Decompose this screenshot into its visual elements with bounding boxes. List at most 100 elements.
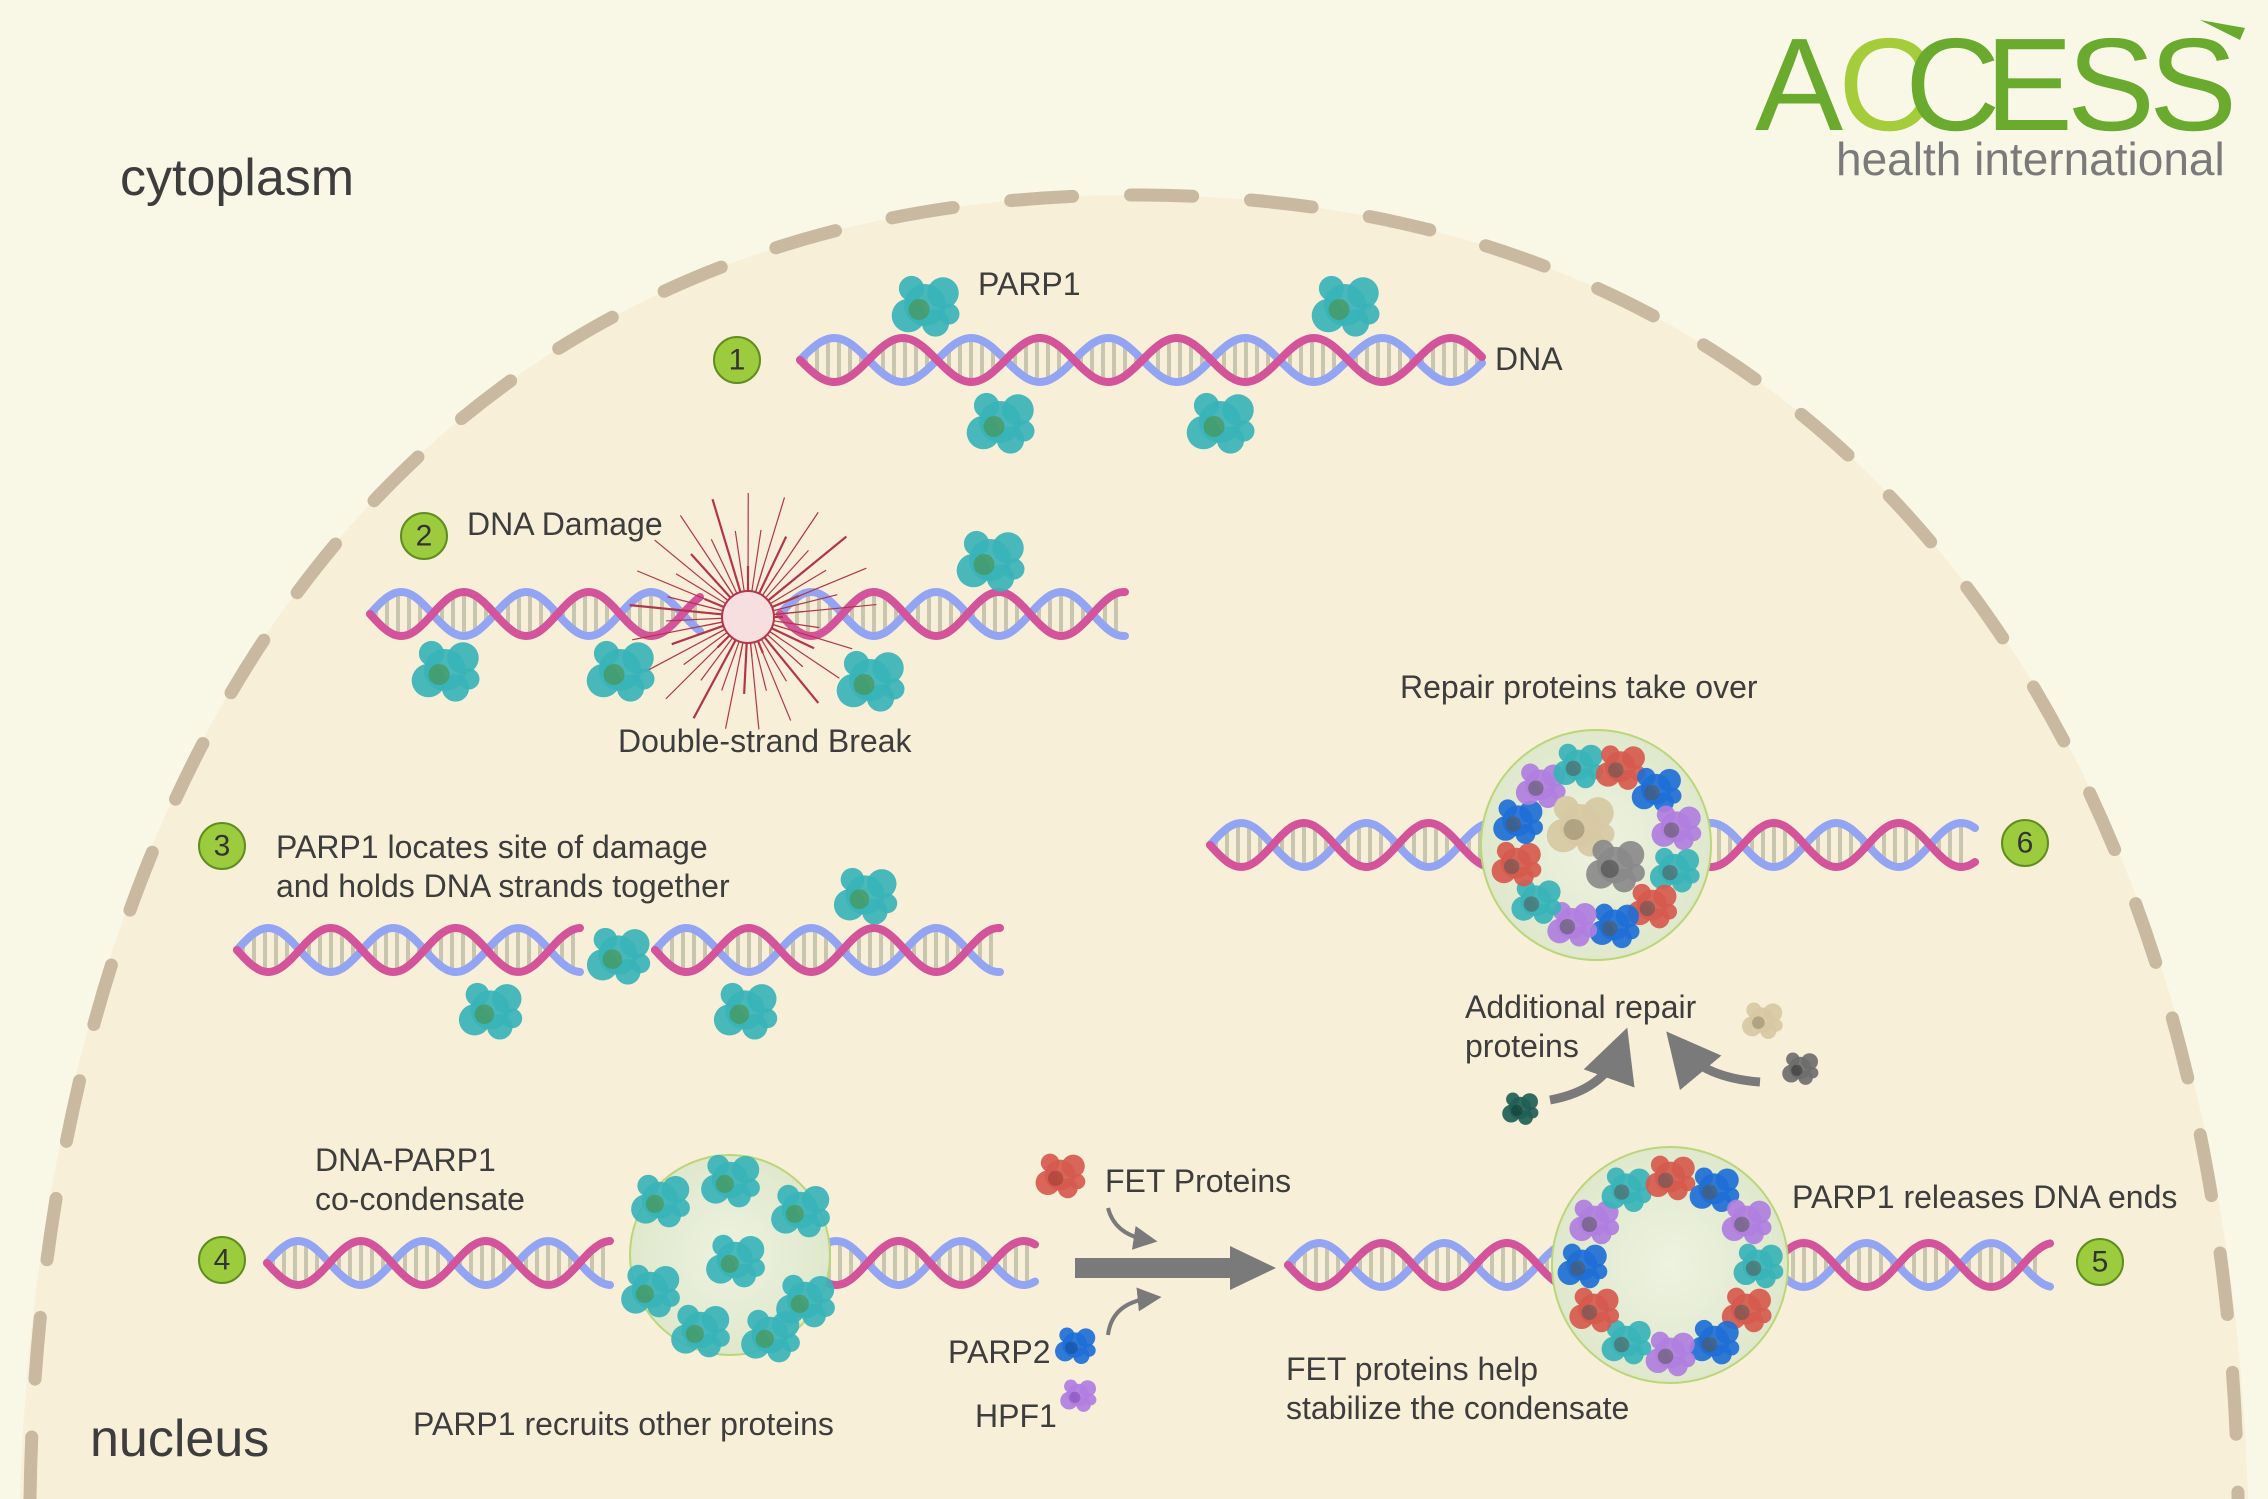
- step-badge-1: 1: [713, 336, 761, 384]
- logo-subtitle: health international: [1836, 133, 2225, 185]
- parp1-step1-1: [1311, 275, 1380, 337]
- step-badge-6: 6: [2001, 819, 2049, 867]
- parp1-step1-0: [891, 275, 960, 337]
- condensate5-protein-8: [1601, 1167, 1652, 1212]
- condensate5-protein-4: [1601, 1319, 1652, 1365]
- step3-label-line1: PARP1 locates site of damage: [276, 829, 708, 865]
- condensate6-protein-0: [1649, 847, 1700, 893]
- dna-strand-step2-left: [366, 587, 704, 641]
- fet-help-label-line1: FET proteins help: [1286, 1351, 1538, 1387]
- step-number: 5: [2092, 1246, 2109, 1279]
- parp1-condensate-7: [741, 1309, 800, 1363]
- condensate5-protein-6: [1557, 1243, 1608, 1289]
- parp1-step2-1: [586, 640, 655, 702]
- protein-layer: [411, 275, 1819, 1412]
- dna-strand-step1: [796, 333, 1486, 387]
- repair-protein-gray: [1586, 839, 1645, 893]
- parp1-step1-3: [1186, 392, 1255, 454]
- step-badge-3: 3: [198, 822, 246, 870]
- condensate5-protein-10: [1689, 1167, 1740, 1212]
- additional-right-arrow: [1666, 1031, 1761, 1091]
- additional-protein-gray: [1782, 1052, 1819, 1085]
- step-number: 1: [729, 344, 746, 377]
- logo-letter-a: A: [1755, 11, 1843, 158]
- dna-strand-step5-left: [1284, 1238, 1599, 1292]
- co-condensate-label-line2: co-condensate: [315, 1181, 525, 1217]
- dna-strand-step4-left: [263, 1236, 614, 1290]
- additional-left-arrow: [1549, 1027, 1635, 1105]
- parp2-label: PARP2: [948, 1334, 1051, 1370]
- additional-protein-dark: [1502, 1092, 1539, 1125]
- step-number: 2: [416, 520, 433, 553]
- parp1-condensate-4: [706, 1234, 765, 1288]
- step-number: 4: [214, 1244, 231, 1277]
- parp1-condensate-5: [776, 1274, 835, 1328]
- hpf1-protein-free: [1060, 1379, 1097, 1412]
- fet-protein-free: [1035, 1153, 1086, 1199]
- condensate6-protein-6: [1493, 799, 1543, 844]
- additional-label-line1: Additional repair: [1465, 989, 1697, 1025]
- parp2-protein-free: [1055, 1327, 1096, 1364]
- step-badge-2: 2: [400, 512, 448, 560]
- transition-arrow-shaft: [1075, 1258, 1235, 1278]
- fet-in-arrow: [1106, 1207, 1158, 1250]
- additional-label-line2: proteins: [1465, 1028, 1579, 1064]
- fet-proteins-label: FET Proteins: [1105, 1163, 1291, 1199]
- double-strand-break-label: Double-strand Break: [618, 723, 912, 759]
- parp1-condensate-0: [631, 1174, 690, 1228]
- condensate6-protein-10: [1631, 767, 1682, 813]
- logo-letter-c2: C: [1905, 11, 1996, 158]
- dna-strand-step2-right: [776, 587, 1129, 641]
- parp1-condensate-3: [621, 1264, 680, 1318]
- parp1-step3-2: [713, 982, 778, 1040]
- condensate5-protein-9: [1645, 1155, 1696, 1201]
- dna-label: DNA: [1495, 341, 1563, 377]
- parp1-condensate-1: [701, 1154, 760, 1208]
- condensate5-protein-2: [1689, 1319, 1740, 1365]
- dna-strand-step3-left: [233, 923, 584, 977]
- parp1-condensate-6: [671, 1304, 730, 1358]
- parp1-step3-3: [833, 867, 898, 925]
- hpf1-label: HPF1: [975, 1398, 1057, 1434]
- parp1-releases-label: PARP1 releases DNA ends: [1792, 1179, 2177, 1215]
- repair-take-over-label: Repair proteins take over: [1400, 669, 1758, 705]
- parp1-recruits-label: PARP1 recruits other proteins: [413, 1406, 834, 1442]
- condensate6-protein-5: [1491, 841, 1542, 887]
- condensate5-protein-5: [1569, 1287, 1620, 1333]
- access-logo: A C C ESS health international: [1755, 11, 2245, 185]
- additional-protein-beige: [1742, 1002, 1783, 1039]
- co-condensate-label-line1: DNA-PARP1: [315, 1142, 496, 1178]
- cytoplasm-label: cytoplasm: [120, 149, 354, 207]
- parp1-step1-2: [966, 392, 1035, 454]
- logo-letter-c1: C: [1838, 11, 1929, 158]
- parp1-step2-0: [411, 640, 480, 702]
- step-number: 3: [214, 830, 231, 863]
- logo-accent-mark: [2200, 20, 2245, 40]
- dna-damage-label: DNA Damage: [467, 506, 663, 542]
- arrows: [1075, 1027, 1761, 1336]
- condensate5-protein-0: [1733, 1243, 1784, 1289]
- condensate5-protein-3: [1645, 1331, 1696, 1377]
- transition-arrow: [1075, 1246, 1276, 1290]
- parp1-step3-0: [586, 927, 651, 985]
- parp1-step3-1: [458, 982, 523, 1040]
- fet-help-label-line2: stabilize the condensate: [1286, 1390, 1629, 1426]
- double-strand-break-burst: [629, 492, 877, 730]
- logo-letters-ess: ESS: [1985, 11, 2231, 158]
- condensate6-protein-11: [1651, 805, 1702, 851]
- step-number: 6: [2017, 827, 2034, 860]
- step3-label-line2: and holds DNA strands together: [276, 868, 730, 904]
- condensate5-protein-11: [1721, 1199, 1772, 1245]
- condensate6-protein-9: [1595, 745, 1646, 790]
- parp1-step2-2: [836, 650, 905, 712]
- parp1-label: PARP1: [978, 266, 1081, 302]
- dna-strand-step3-right: [651, 923, 1004, 977]
- step-badge-5: 5: [2076, 1238, 2124, 1286]
- condensate5-protein-7: [1569, 1199, 1620, 1245]
- nucleus-label: nucleus: [90, 1410, 269, 1468]
- nuclear-membrane: [23, 188, 2245, 1499]
- parp1-condensate-2: [771, 1184, 830, 1238]
- parp1-step2-3: [956, 530, 1025, 592]
